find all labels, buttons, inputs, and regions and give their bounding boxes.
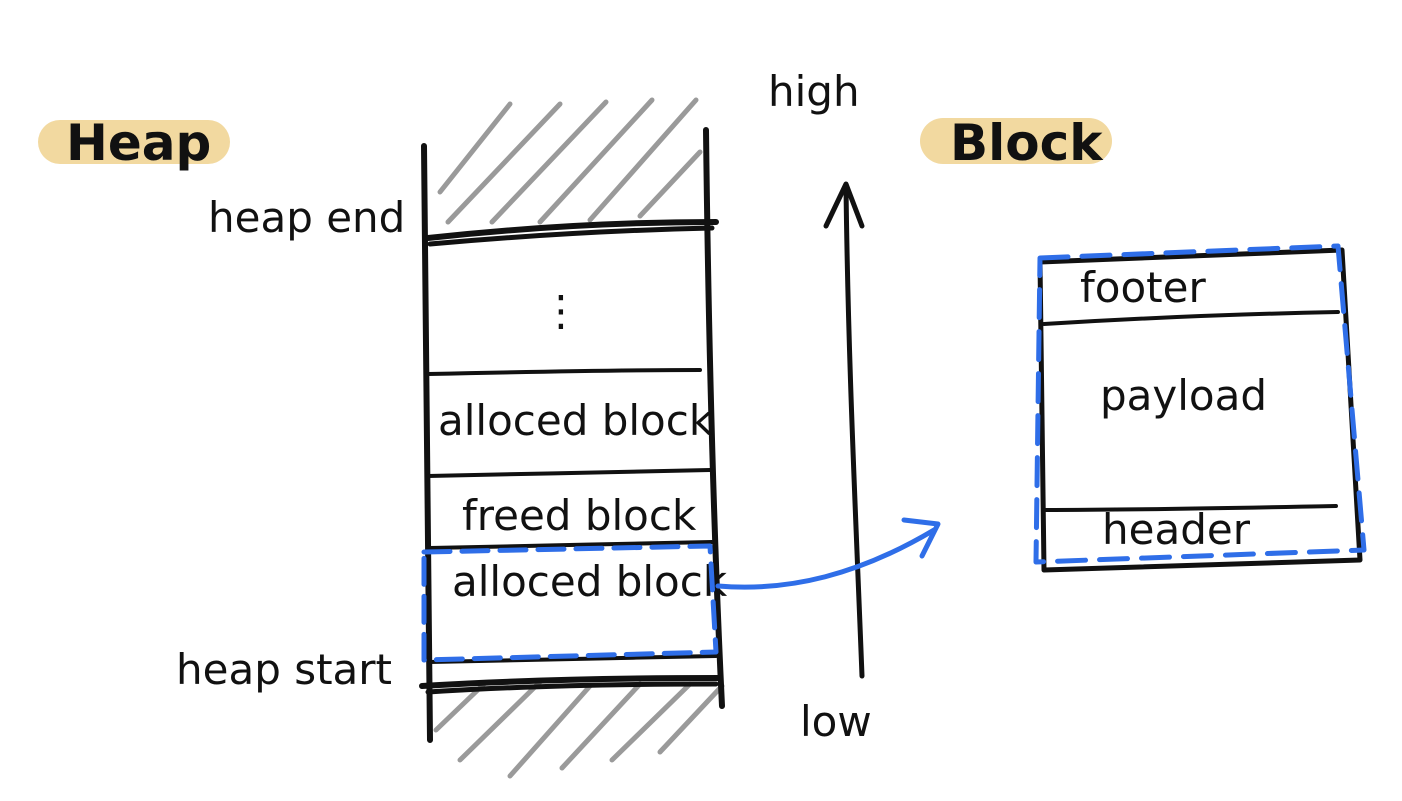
block-payload-label: payload bbox=[1100, 371, 1267, 420]
heap-cell-alloced-lower: alloced block bbox=[452, 557, 728, 606]
heap-title-highlight bbox=[38, 120, 230, 164]
alloced-block-highlight bbox=[421, 543, 719, 663]
block-header-label: header bbox=[1102, 505, 1251, 554]
unmapped-region-top bbox=[437, 97, 703, 225]
heap-left-wall bbox=[421, 143, 433, 743]
heap-end-line bbox=[425, 219, 719, 241]
heap-divider-4 bbox=[428, 654, 718, 664]
block-footer-label: footer bbox=[1080, 263, 1206, 312]
unmapped-region-bottom bbox=[433, 679, 725, 779]
block-title-highlight bbox=[920, 118, 1112, 164]
heap-end-label: heap end bbox=[208, 193, 405, 242]
up-arrow-icon bbox=[823, 181, 865, 679]
block-header-divider bbox=[1042, 504, 1338, 512]
heap-divider-3 bbox=[428, 540, 714, 550]
heap-start-line bbox=[419, 675, 723, 689]
heap-start-line-2 bbox=[425, 681, 719, 695]
heap-cell-alloced-upper: alloced block bbox=[438, 396, 714, 445]
heap-cell-freed: freed block bbox=[462, 491, 697, 540]
heap-start-label: heap start bbox=[176, 645, 392, 694]
block-title: Block bbox=[950, 114, 1104, 172]
heap-cell-ellipsis: ⋮ bbox=[540, 286, 582, 335]
block-footer-divider bbox=[1042, 310, 1340, 326]
heap-title: Heap bbox=[66, 114, 211, 172]
heap-end-line-2 bbox=[427, 225, 715, 247]
heap-divider-2 bbox=[426, 468, 712, 478]
block-box-outline bbox=[1037, 247, 1363, 573]
heap-divider-1 bbox=[426, 368, 702, 376]
heap-right-wall bbox=[703, 127, 725, 709]
block-highlight bbox=[1033, 243, 1367, 565]
axis-low-label: low bbox=[800, 697, 872, 746]
axis-high-label: high bbox=[768, 67, 860, 116]
curved-arrow-icon bbox=[715, 517, 941, 590]
